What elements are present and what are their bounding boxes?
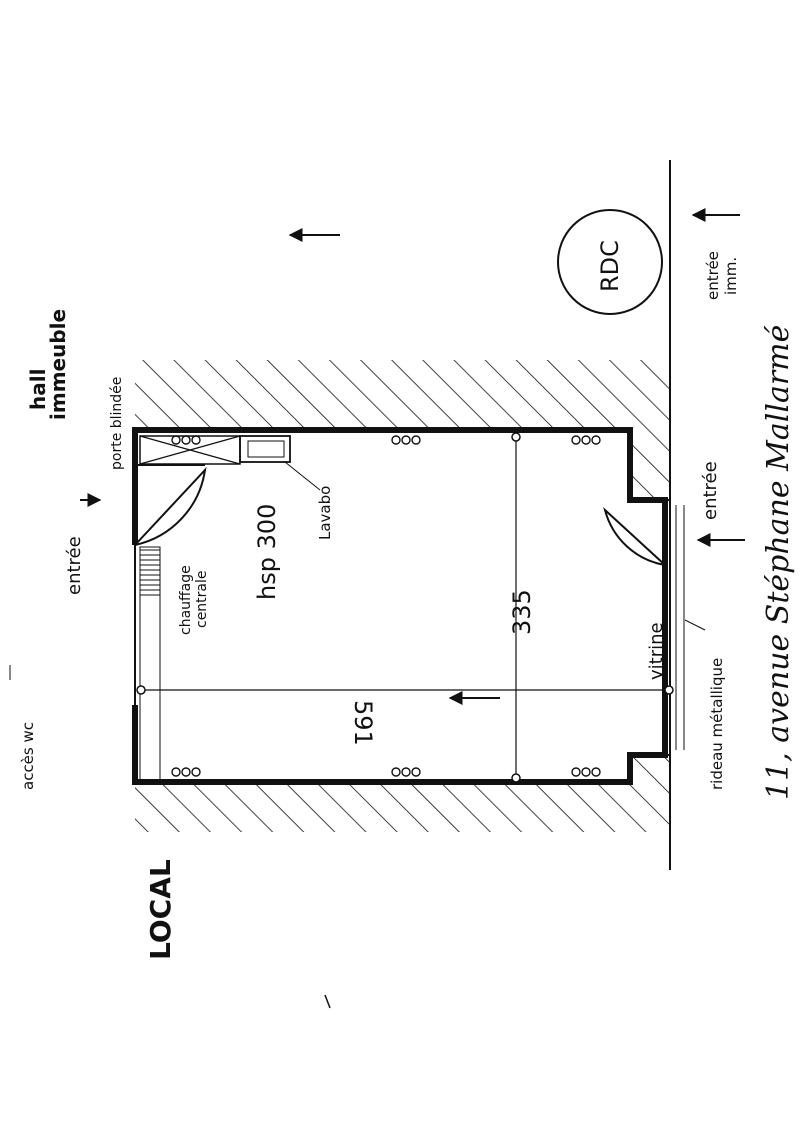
room-walls xyxy=(132,427,668,785)
dim-end xyxy=(136,685,146,695)
label-entree-imm-1: entrée xyxy=(704,251,722,300)
label-centrale: centrale xyxy=(194,570,210,628)
label-hall: hall xyxy=(26,369,50,410)
hatched-wall-right-lower xyxy=(630,755,670,782)
label-local: LOCAL xyxy=(144,859,177,960)
hatched-wall-top xyxy=(135,360,670,430)
label-lavabo: Lavabo xyxy=(316,486,334,540)
rideau-leader xyxy=(684,619,706,631)
rdc-circle xyxy=(557,209,663,315)
label-entree-right: entrée xyxy=(700,461,721,520)
lavabo-leader xyxy=(284,461,321,491)
door-left xyxy=(134,466,207,546)
hatched-wall-bottom xyxy=(135,782,670,832)
dim-end xyxy=(511,773,521,783)
dim-end xyxy=(511,432,521,442)
label-porte-blindee: porte blindée xyxy=(109,377,125,470)
label-hsp: hsp 300 xyxy=(253,504,281,600)
label-dim-length: 591 xyxy=(349,700,377,746)
label-dim-width: 335 xyxy=(508,589,536,635)
label-acces-wc: accès wc xyxy=(19,722,37,790)
label-immeuble: immeuble xyxy=(46,309,70,420)
label-rdc: RDC xyxy=(596,240,624,292)
label-entree-left: entrée xyxy=(64,536,85,595)
stray-mark xyxy=(324,994,331,1009)
label-chauffage: chauffage xyxy=(178,565,194,635)
label-rideau: rideau métallique xyxy=(708,658,726,790)
storage-cross-2 xyxy=(139,435,241,465)
dim-end xyxy=(664,685,674,695)
hatched-wall-right-upper xyxy=(630,430,670,500)
label-entree-imm-2: imm. xyxy=(722,257,740,295)
socket-symbols xyxy=(171,435,601,777)
label-vitrine: vitrine xyxy=(646,622,667,680)
label-address: 11, avenue Stéphane Mallarmé xyxy=(761,325,796,800)
radiator xyxy=(139,546,161,783)
lavabo-basin xyxy=(247,440,285,458)
lavabo-sink xyxy=(239,435,291,463)
radiator-fins xyxy=(140,549,160,596)
door-right xyxy=(603,506,666,566)
